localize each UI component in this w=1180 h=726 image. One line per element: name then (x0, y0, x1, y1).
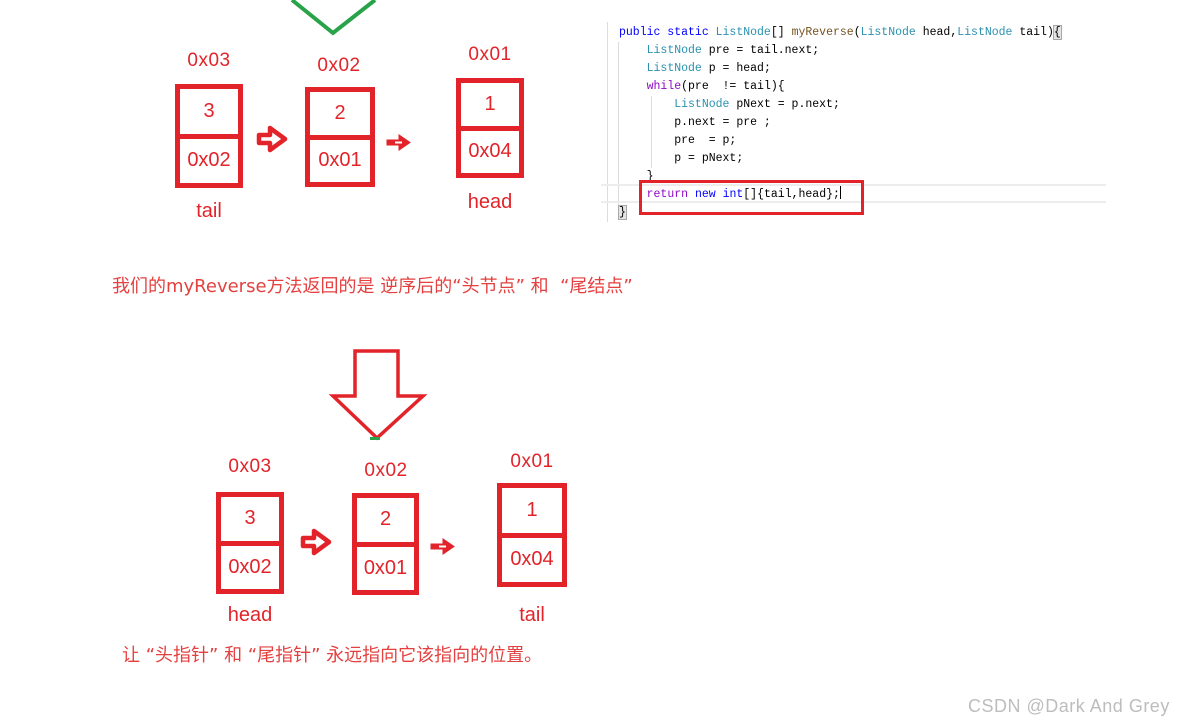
current-line-border (601, 184, 1106, 186)
right-arrow-icon (300, 528, 332, 556)
small-right-arrow-icon (430, 538, 455, 555)
bottom-node-0x02: 2 0x01 (352, 493, 419, 595)
top-node-0x03: 3 0x02 (175, 84, 243, 188)
node-next-cell: 0x04 (502, 532, 562, 583)
head-label: head (467, 191, 513, 213)
node-addr-label: 0x03 (228, 456, 272, 477)
head-label: head (227, 604, 273, 626)
bottom-caption: 让 “头指针” 和 “尾指针” 永远指向它该指向的位置。 (122, 645, 543, 666)
top-node-0x01: 1 0x04 (456, 78, 524, 178)
watermark: CSDN @Dark And Grey (968, 696, 1170, 716)
indent-guide (618, 42, 619, 206)
green-tick (370, 437, 380, 440)
node-value-cell: 2 (334, 101, 346, 124)
small-right-arrow-icon (386, 134, 411, 151)
node-next-cell: 0x01 (310, 134, 370, 183)
node-value-cell: 2 (379, 508, 392, 531)
indent-guide (607, 22, 608, 222)
node-value-cell: 1 (484, 92, 496, 115)
indent-guide (651, 96, 652, 168)
bottom-node-0x01: 1 0x04 (497, 483, 567, 587)
current-line-border (601, 201, 1106, 203)
return-highlight-box (639, 180, 864, 215)
node-next-cell: 0x02 (180, 133, 238, 184)
node-next-cell: 0x01 (357, 541, 414, 591)
top-node-0x02: 2 0x01 (305, 87, 375, 187)
right-arrow-icon (256, 125, 288, 153)
node-value-cell: 3 (244, 507, 256, 530)
node-addr-label: 0x01 (468, 44, 512, 65)
node-next-cell: 0x02 (221, 540, 279, 590)
node-value-cell: 3 (203, 99, 215, 122)
node-addr-label: 0x01 (510, 451, 554, 472)
bottom-node-0x03: 3 0x02 (216, 492, 284, 594)
down-arrow-icon (328, 349, 428, 441)
node-value-cell: 1 (526, 498, 538, 521)
node-addr-label: 0x02 (317, 55, 361, 76)
node-next-cell: 0x04 (461, 125, 519, 174)
tail-label: tail (519, 604, 545, 626)
node-addr-label: 0x03 (187, 50, 231, 71)
tail-label: tail (196, 200, 222, 222)
middle-caption: 我们的myReverse方法返回的是 逆序后的“头节点” 和 “尾结点” (112, 276, 633, 297)
code-lines: public static ListNode[] myReverse(ListN… (618, 25, 1062, 220)
node-addr-label: 0x02 (364, 460, 408, 481)
green-arrow-tip-icon (290, 0, 377, 36)
